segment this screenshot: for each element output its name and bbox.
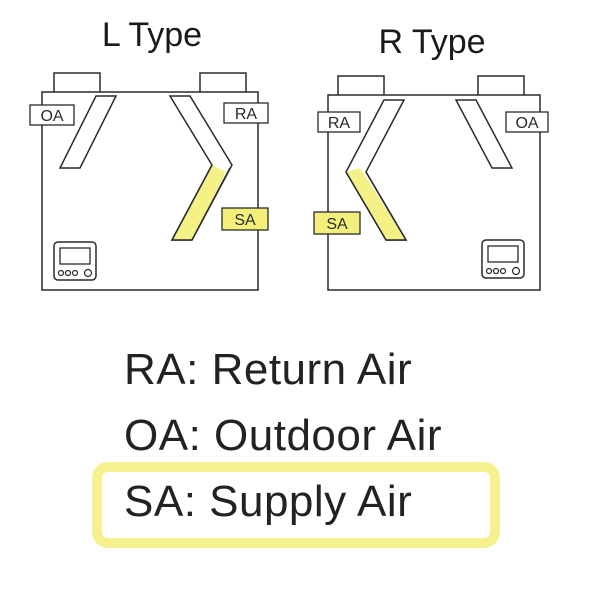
r-controller-icon xyxy=(481,239,525,279)
l-controller-icon xyxy=(53,241,97,281)
l-sa-label-box xyxy=(221,207,269,231)
r-oa-duct xyxy=(454,99,514,169)
l-ra-label: RA xyxy=(235,106,258,123)
l-type-unit: L Type OA RA SA xyxy=(29,16,269,291)
r-ra-label: RA xyxy=(328,115,351,132)
l-oa-duct xyxy=(58,95,118,169)
unit-diagrams: L Type OA RA SA xyxy=(29,16,549,291)
l-sa-duct-highlight xyxy=(172,165,226,240)
l-right-duct-collar xyxy=(199,72,247,94)
l-oa-label: OA xyxy=(40,108,63,125)
r-sa-duct-highlight xyxy=(346,168,406,240)
legend-return-air: RA: Return Air xyxy=(124,345,413,394)
r-right-duct-collar xyxy=(477,75,525,97)
r-type-unit: R Type RA OA SA xyxy=(313,23,549,291)
r-ra-label-box xyxy=(317,111,361,133)
l-oa-label-box xyxy=(29,104,75,126)
r-oa-label-box xyxy=(505,111,549,133)
legend-outdoor-air: OA: Outdoor Air xyxy=(124,411,443,460)
legend-supply-air: SA: Supply Air xyxy=(124,477,413,526)
l-ra-label-box xyxy=(223,102,269,124)
r-sa-label-box xyxy=(313,211,361,235)
r-sa-label: SA xyxy=(326,216,348,233)
r-type-title: R Type xyxy=(378,23,485,61)
supply-air-highlight-marker xyxy=(92,462,500,548)
r-left-duct-collar xyxy=(337,75,385,97)
r-oa-label: OA xyxy=(515,115,538,132)
l-type-title: L Type xyxy=(102,16,202,54)
l-sa-label: SA xyxy=(234,212,256,229)
l-left-duct-collar xyxy=(53,72,101,94)
l-sa-duct-outline xyxy=(170,164,231,241)
r-sa-duct-outline xyxy=(345,171,408,241)
